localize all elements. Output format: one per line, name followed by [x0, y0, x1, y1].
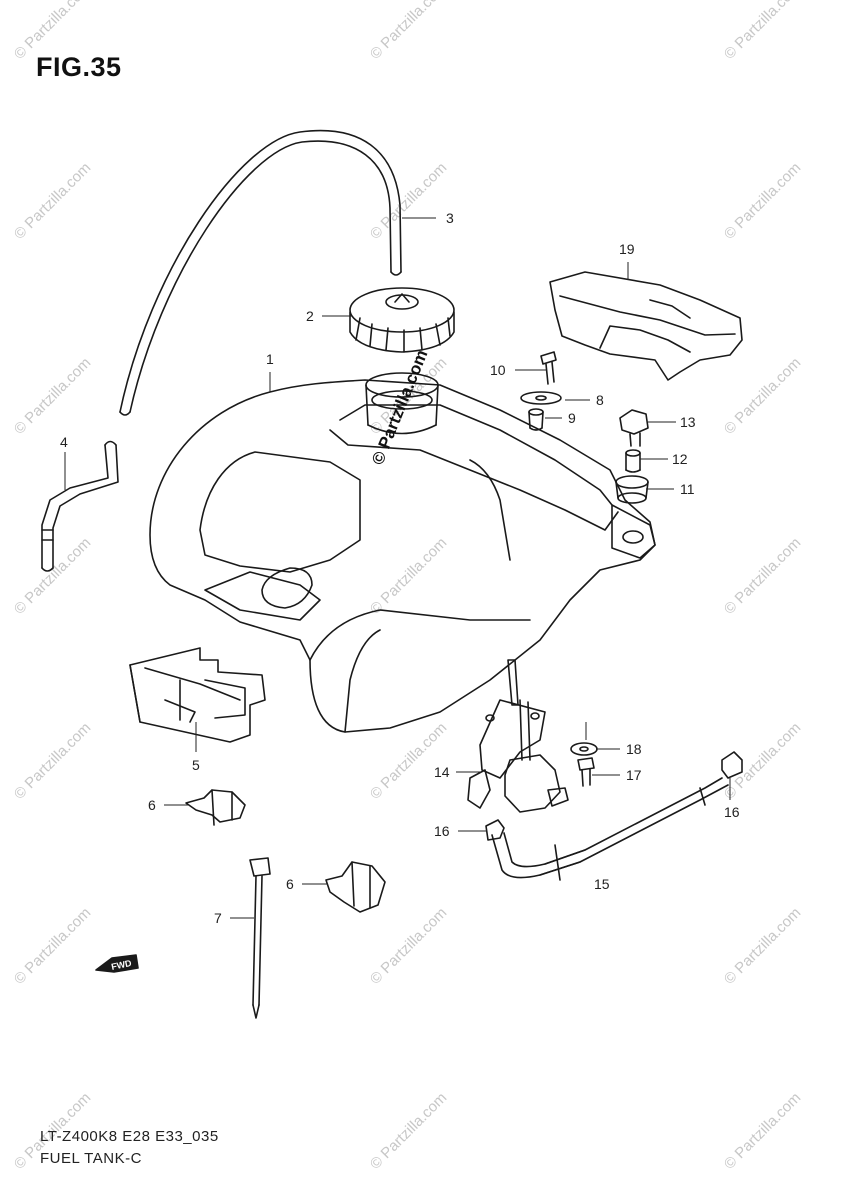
tank-bracket-part [129, 647, 266, 743]
callout-4: 4 [60, 434, 68, 450]
callout-19: 19 [619, 241, 635, 257]
callout-13: 13 [680, 414, 696, 430]
callout-2: 2 [306, 308, 314, 324]
tank-cover-part [549, 271, 743, 381]
callout-3: 3 [446, 210, 454, 226]
callout-6-lower: 6 [286, 876, 294, 892]
callout-18: 18 [626, 741, 642, 757]
figure-code: LT-Z400K8 E28 E33_035 [40, 1128, 219, 1145]
clamp-part-upper [185, 789, 246, 826]
watermark-16: © Partzilla.com [11, 904, 94, 987]
forward-label: FWD [110, 958, 133, 972]
callout-9: 9 [568, 410, 576, 426]
watermark-6: © Partzilla.com [721, 159, 804, 242]
watermark-5: © Partzilla.com [367, 159, 450, 242]
callout-10: 10 [490, 362, 506, 378]
watermark-21: © Partzilla.com [721, 1089, 804, 1172]
collar-part-9 [528, 408, 544, 431]
screw-part-17 [577, 757, 595, 787]
callout-11: 11 [680, 481, 695, 497]
watermark-7: © Partzilla.com [11, 354, 94, 437]
callout-14: 14 [434, 764, 450, 780]
drain-hose-part [41, 440, 119, 572]
fuel-tank-part [149, 372, 656, 733]
watermark-12: © Partzilla.com [721, 534, 804, 617]
callout-5: 5 [192, 757, 200, 773]
callout-16-lower: 16 [434, 823, 450, 839]
watermark-layer: © Partzilla.com © Partzilla.com © Partzill… [11, 0, 804, 1173]
callout-6-upper: 6 [148, 797, 156, 813]
watermark-13: © Partzilla.com [11, 719, 94, 802]
callout-7: 7 [214, 910, 222, 926]
callout-16-upper: 16 [724, 804, 740, 820]
bolt-part-10 [540, 351, 557, 385]
breather-hose-part [119, 129, 402, 416]
watermark-20: © Partzilla.com [367, 1089, 450, 1172]
callout-15: 15 [594, 876, 610, 892]
washer-part-8 [520, 391, 562, 405]
collar-part-12 [625, 449, 641, 473]
watermark-17: © Partzilla.com [367, 904, 450, 987]
hose-clip-part-upper [721, 751, 743, 779]
callout-1: 1 [266, 351, 274, 367]
watermark-2: © Partzilla.com [367, 0, 450, 63]
fuel-valve-part [467, 659, 569, 813]
watermark-15: © Partzilla.com [721, 719, 804, 802]
callout-8: 8 [596, 392, 604, 408]
callout-17: 17 [626, 767, 642, 783]
watermark-4: © Partzilla.com [11, 159, 94, 242]
clamp-part-lower [325, 861, 386, 913]
cable-tie-part [249, 857, 271, 1019]
washer-part-18 [570, 742, 598, 756]
figure-name: FUEL TANK-C [40, 1150, 142, 1167]
fuel-hose-part [491, 777, 729, 881]
grommet-part-11 [615, 475, 649, 504]
watermark-3: © Partzilla.com [721, 0, 804, 63]
watermark-18: © Partzilla.com [721, 904, 804, 987]
bolt-part-13 [619, 409, 649, 447]
callout-layer: 1 2 3 4 5 6 6 7 8 9 10 11 12 13 14 15 16… [60, 210, 740, 926]
hose-clip-part-lower [485, 819, 505, 841]
fuel-cap-part [349, 287, 455, 353]
callout-12: 12 [672, 451, 688, 467]
forward-arrow-icon [95, 954, 139, 973]
watermark-14: © Partzilla.com [367, 719, 450, 802]
watermark-9: © Partzilla.com [721, 354, 804, 437]
leader-lines [64, 217, 731, 919]
watermark-11: © Partzilla.com [367, 534, 450, 617]
figure-title: FIG.35 [36, 52, 122, 82]
watermark-1: © Partzilla.com [11, 0, 94, 63]
